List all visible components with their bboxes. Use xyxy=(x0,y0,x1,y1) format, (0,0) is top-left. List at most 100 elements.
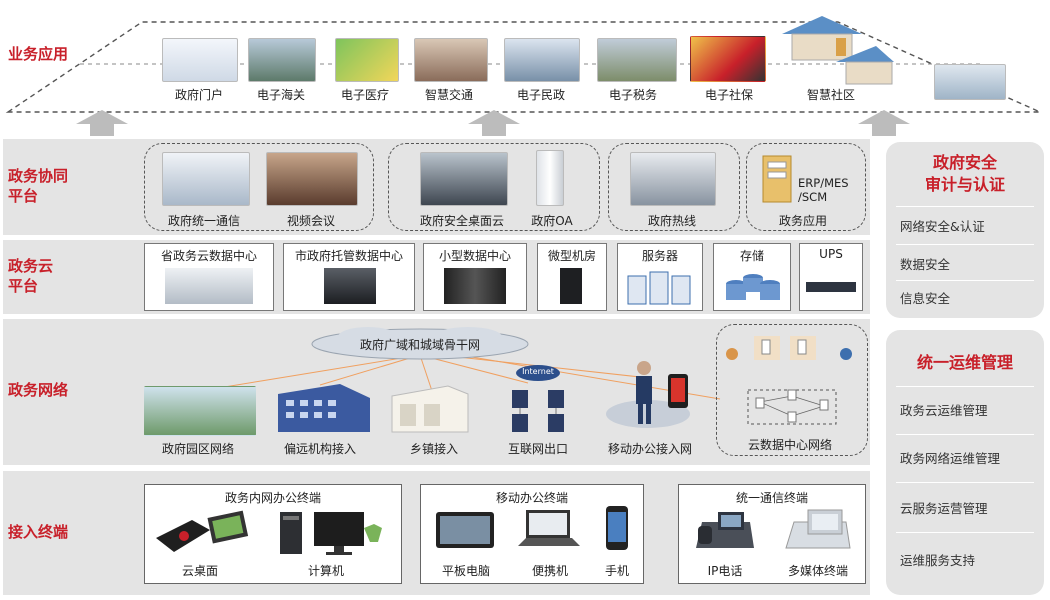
ip-phone-icon xyxy=(696,512,754,548)
up-arrow-icon xyxy=(858,110,910,124)
e-customs-thumb xyxy=(248,38,316,82)
collab-label: 视频会议 xyxy=(286,214,335,228)
up-arrow-stem xyxy=(872,124,896,136)
security-item: 信息安全 xyxy=(900,291,951,306)
tile-label: 省政务云数据中心 xyxy=(160,249,257,263)
collab-group-desktop xyxy=(388,143,600,231)
phone-icon xyxy=(606,506,628,550)
e-social-thumb xyxy=(690,36,766,82)
internet-tag: Internet xyxy=(522,367,554,376)
security-item: 数据安全 xyxy=(900,257,951,272)
cabinet-icon xyxy=(560,268,582,304)
ops-item: 政务网络运维管理 xyxy=(900,451,1001,466)
campus-network-thumb xyxy=(144,386,256,436)
app-label: 智慧交通 xyxy=(424,88,473,102)
laptop-icon xyxy=(518,510,580,546)
e-tax-thumb xyxy=(597,38,677,82)
tile-label: 服务器 xyxy=(641,249,678,263)
divider xyxy=(896,482,1034,483)
internet-gateway-icon xyxy=(512,365,564,432)
app-label: 电子民政 xyxy=(516,88,565,102)
ups-icon xyxy=(806,282,856,292)
collab-label: 政府统一通信 xyxy=(167,214,240,228)
uc-terminal-box: 统一通信终端 xyxy=(678,484,866,584)
app-label: 电子医疗 xyxy=(340,88,389,102)
terminal-label: 平板电脑 xyxy=(441,564,490,578)
network-node-label: 偏远机构接入 xyxy=(283,442,356,456)
cloud-tile-province-dc: 省政务云数据中心 xyxy=(144,243,274,311)
desktop-cloud-thumb xyxy=(420,152,508,206)
collab-label: 政府热线 xyxy=(647,214,696,228)
hotline-thumb xyxy=(630,152,716,206)
hotel-icon xyxy=(934,64,1006,100)
oa-server-thumb xyxy=(536,150,564,206)
up-arrow-stem xyxy=(90,124,114,136)
uc-screen-thumb xyxy=(162,152,250,206)
cloud-tile-city-dc: 市政府托管数据中心 xyxy=(283,243,415,311)
cloud-tile-small-dc: 小型数据中心 xyxy=(423,243,527,311)
ops-title: 统一运维管理 xyxy=(916,353,1013,372)
erp-mes-scm-label: ERP/MES /SCM xyxy=(798,176,849,204)
ops-panel: 统一运维管理 政务云运维管理 政务网络运维管理 云服务运营管理 运维服务支持 xyxy=(886,330,1044,595)
ops-item: 政务云运维管理 xyxy=(900,403,988,418)
tablet-icon xyxy=(436,512,494,548)
divider xyxy=(896,532,1034,533)
multimedia-terminal-icon xyxy=(785,509,851,549)
network-node-label: 乡镇接入 xyxy=(409,442,458,456)
e-civil-thumb xyxy=(504,38,580,82)
collab-label: 政府安全桌面云 xyxy=(419,214,504,228)
mobile-office-icon xyxy=(606,361,690,428)
collab-group-apps xyxy=(746,143,866,231)
terminal-group-title: 移动办公终端 xyxy=(495,491,568,505)
network-node-label: 互联网出口 xyxy=(507,442,568,456)
terminal-label: 手机 xyxy=(604,564,629,578)
terminal-group-title: 政务内网办公终端 xyxy=(224,491,321,505)
layer-label-apps: 业务应用 xyxy=(8,45,69,63)
collab-group-hotline xyxy=(608,143,740,231)
ops-item: 运维服务支持 xyxy=(900,553,976,568)
network-node-label: 移动办公接入网 xyxy=(607,442,692,456)
backbone-cloud-icon xyxy=(311,327,529,360)
tile-label: 存储 xyxy=(739,249,764,263)
divider xyxy=(896,206,1034,207)
app-label: 电子社保 xyxy=(704,88,753,102)
app-label: 电子海关 xyxy=(256,88,305,102)
e-medical-thumb xyxy=(335,38,399,82)
computer-icon xyxy=(280,512,382,555)
cloud-tile-ups: UPS xyxy=(799,243,863,311)
backbone-label: 政府广域和城域骨干网 xyxy=(359,338,480,352)
terminal-group-title: 统一通信终端 xyxy=(735,491,808,505)
layer-label-cloud: 政务云 平台 xyxy=(8,257,54,295)
cloud-dc-topology xyxy=(726,336,852,425)
dc-room-icon xyxy=(324,268,376,304)
cloud-tile-storage: 存储 xyxy=(713,243,791,311)
collab-label: 政府OA xyxy=(531,214,573,228)
layer-label-terminal: 接入终端 xyxy=(8,523,69,541)
up-arrow-icon xyxy=(468,110,520,124)
cloud-tile-server: 服务器 xyxy=(617,243,703,311)
layer-label-collab: 政务协同 平台 xyxy=(8,167,69,205)
storage-icon xyxy=(726,274,780,300)
smart-traffic-thumb xyxy=(414,38,488,82)
server-icon xyxy=(627,271,691,305)
rack-icon xyxy=(444,268,506,304)
cloud-dc-network-group xyxy=(716,324,868,456)
township-building-icon xyxy=(391,385,469,433)
terminal-label: 计算机 xyxy=(307,564,344,578)
security-panel: 政府安全 审计与认证 网络安全&认证 数据安全 信息安全 xyxy=(886,142,1044,318)
app-label: 政府门户 xyxy=(174,88,223,102)
ops-item: 云服务运营管理 xyxy=(900,501,988,516)
network-node-label: 云数据中心网络 xyxy=(747,438,832,452)
video-conf-thumb xyxy=(266,152,358,206)
network-node-label: 政府园区网络 xyxy=(161,442,234,456)
divider xyxy=(896,280,1034,281)
remote-office-building-icon xyxy=(278,384,370,432)
cloud-tile-micro-room: 微型机房 xyxy=(537,243,607,311)
layer-label-network: 政务网络 xyxy=(8,381,69,399)
collab-label: 政务应用 xyxy=(778,214,827,228)
terminal-label: 便携机 xyxy=(531,564,568,578)
dc-building-icon xyxy=(165,268,253,304)
up-arrow-icon xyxy=(76,110,128,124)
security-title: 政府安全 审计与认证 xyxy=(924,153,1005,194)
terminal-label: 云桌面 xyxy=(181,564,218,578)
